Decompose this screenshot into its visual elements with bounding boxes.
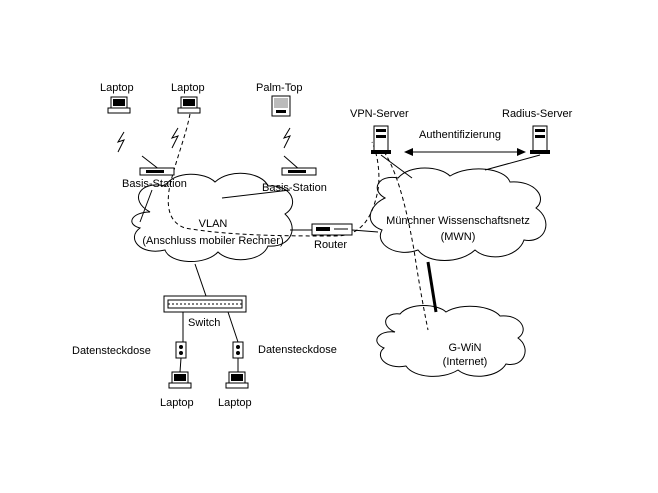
label-mwn: Münchner Wissenschaftsnetz [386,215,530,227]
label-router: Router [314,239,347,251]
mwn-cloud [369,167,547,261]
link-vlan-switch [194,263,207,297]
vpn-tunnel-internet [379,145,429,331]
label-mwn-sub: (MWN) [441,231,476,243]
laptop-icon [107,96,131,114]
link-vpn-mwn [380,154,413,179]
server-icon [530,125,550,154]
label-vlan-sub: (Anschluss mobiler Rechner) [142,235,283,247]
auth-arrow-left-head [404,148,413,156]
wall-socket-icon [175,341,187,359]
link-basis1-vlan [139,189,153,223]
link-basis2-vlan [221,189,291,199]
server-icon [371,125,391,154]
wireless-icon [116,131,125,153]
vpn-tunnel-laptop [167,113,380,237]
palmtop-icon [271,95,291,117]
label-palmtop: Palm-Top [256,82,302,94]
label-basis-station-1: Basis-Station [122,178,187,190]
access-point-icon [281,155,317,176]
wireless-icon [170,127,179,149]
router-icon [311,223,353,236]
link-switch-socket-right [227,311,239,343]
vlan-cloud [131,172,294,263]
label-laptop-top-1: Laptop [100,82,134,94]
label-datensteckdose-right: Datensteckdose [258,344,337,356]
label-radius-server: Radius-Server [502,108,573,120]
laptop-icon [168,371,192,389]
label-datensteckdose-left: Datensteckdose [72,345,151,357]
laptop-icon [225,371,249,389]
access-point-icon [139,155,175,176]
gwin-cloud [376,305,526,377]
auth-arrow-right-head [517,148,526,156]
link-radius-mwn [484,154,541,171]
link-socket-laptop-left [179,357,182,373]
label-vpn-server: VPN-Server [350,108,409,120]
wireless-icon [282,127,291,149]
label-laptop-bottom-1: Laptop [160,397,194,409]
switch-icon [163,295,247,313]
label-vlan: VLAN [199,218,228,230]
label-switch: Switch [188,317,220,329]
label-laptop-top-2: Laptop [171,82,205,94]
label-gwin: G-WiN [449,342,482,354]
laptop-icon [177,96,201,114]
label-authentication: Authentifizierung [419,129,501,141]
link-mwn-gwin [426,261,438,313]
label-gwin-sub: (Internet) [443,356,488,368]
wall-socket-icon [232,341,244,359]
label-basis-station-2: Basis-Station [262,182,327,194]
label-laptop-bottom-2: Laptop [218,397,252,409]
